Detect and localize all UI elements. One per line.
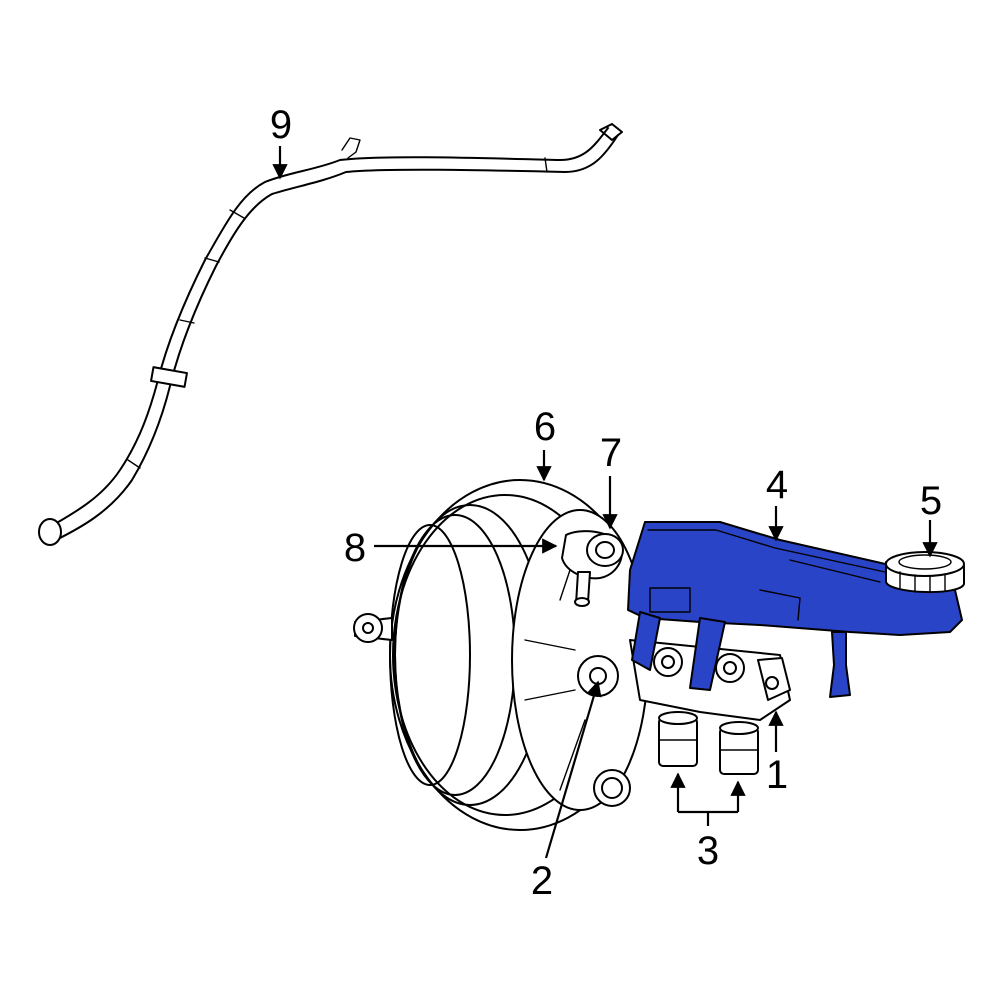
callout-3: 3 <box>697 829 719 873</box>
check-valve <box>561 530 624 607</box>
callout-8: 8 <box>344 526 366 570</box>
callout-leaders <box>272 146 938 859</box>
callout-9: 9 <box>270 103 292 147</box>
callout-1: 1 <box>766 753 788 797</box>
reservoir-cap <box>885 551 965 593</box>
reservoir-leg-mid <box>689 617 726 691</box>
brake-booster <box>353 479 651 831</box>
fluid-reservoir <box>627 521 963 698</box>
reservoir-sensor <box>829 631 851 698</box>
callout-2: 2 <box>531 859 553 903</box>
leader-3 <box>670 772 746 826</box>
leader-2 <box>544 680 602 859</box>
callout-4: 4 <box>766 463 788 507</box>
reservoir-body <box>627 521 963 636</box>
callout-6: 6 <box>534 405 556 449</box>
reservoir-leg-left <box>631 611 661 671</box>
vacuum-hose <box>38 123 623 546</box>
callout-7: 7 <box>600 431 622 475</box>
outlet-fittings <box>658 711 759 775</box>
callout-5: 5 <box>920 479 942 523</box>
callout-labels: 9 6 7 8 4 5 1 2 3 <box>270 103 942 903</box>
